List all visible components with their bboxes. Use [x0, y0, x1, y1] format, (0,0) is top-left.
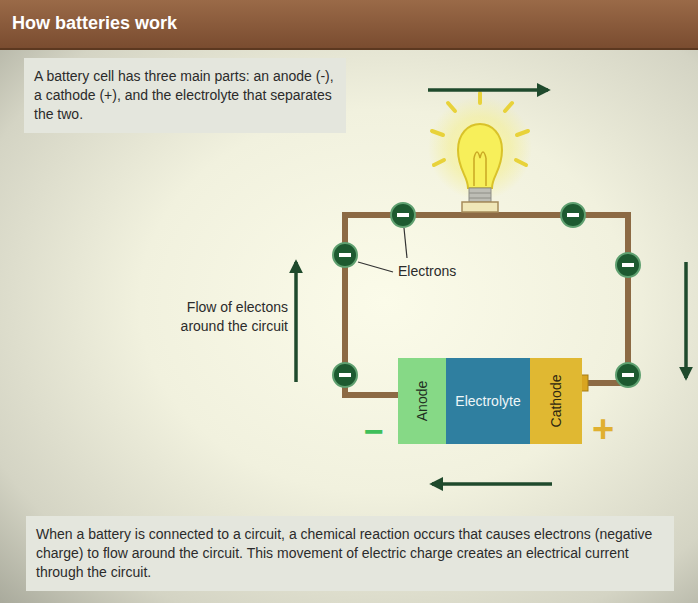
polarity-sign: + [592, 410, 614, 448]
part-label: Electrolyte [455, 393, 520, 409]
text-panel: A battery cell has three main parts: an … [24, 58, 346, 133]
part-label: Anode [414, 381, 430, 421]
battery-part: Electrolyte [446, 358, 530, 444]
header-bar: How batteries work [0, 0, 698, 50]
text-panel: When a battery is connected to a circuit… [26, 516, 674, 591]
polarity-sign: − [364, 414, 384, 448]
body-text: A battery cell has three main parts: an … [34, 67, 336, 124]
light-bulb [428, 93, 532, 212]
battery-part: Cathode [530, 358, 582, 444]
title: How batteries work [12, 13, 177, 34]
flow-arrows [296, 90, 686, 484]
callout-label: Electrons [398, 262, 456, 281]
body-text: When a battery is connected to a circuit… [36, 525, 664, 582]
flow-label: Flow of electons around the circuit [140, 298, 288, 336]
part-label: Cathode [548, 375, 564, 428]
battery-part: Anode [398, 358, 446, 444]
